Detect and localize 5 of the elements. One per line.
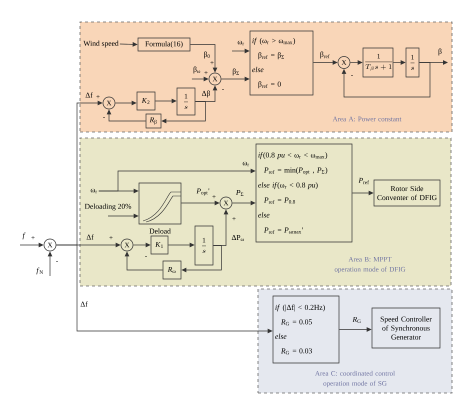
arrow (342, 62, 430, 98)
block-box: $\frac{1}{s}$ (194, 226, 214, 266)
block-box: $\frac{1}{T_{\beta}s+1}$ (362, 48, 394, 78)
block-box: $\frac{1}{s}$ (406, 48, 420, 78)
block-box: $\frac{1}{s}$ (176, 88, 196, 116)
